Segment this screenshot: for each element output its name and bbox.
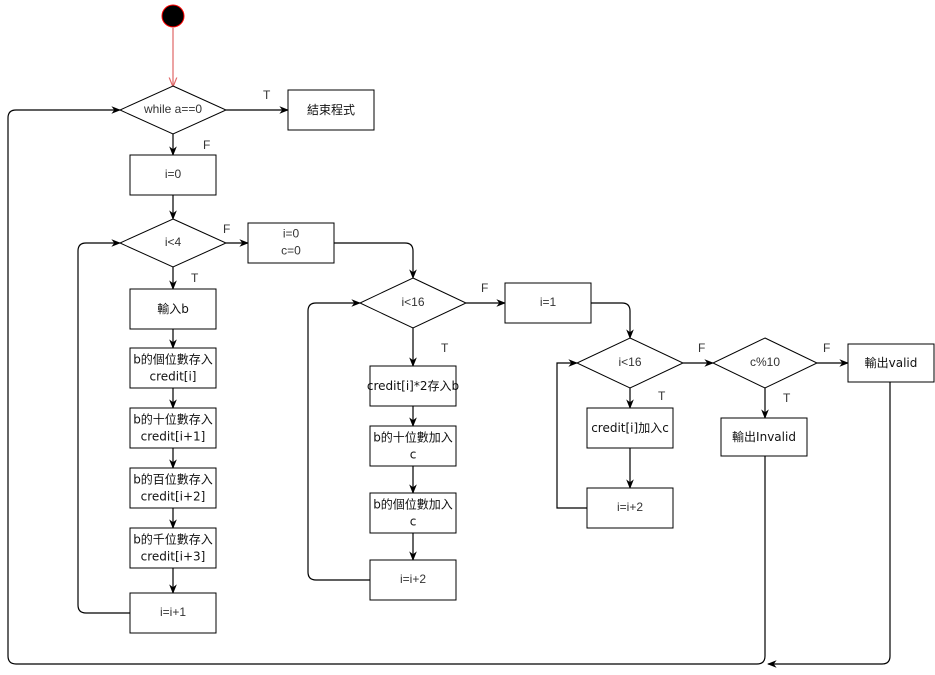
edge-label-true: T	[783, 391, 791, 405]
process-box	[369, 492, 457, 534]
process-node-end_prog[interactable]: 結束程式	[287, 89, 375, 131]
edge-label-false: F	[823, 341, 830, 355]
process-node-inc1[interactable]: i=i+1	[129, 592, 217, 634]
process-box	[247, 222, 335, 264]
process-box	[129, 592, 217, 634]
decision-diamond	[575, 337, 685, 389]
process-box	[847, 343, 935, 383]
node-label: 結束程式	[307, 102, 355, 117]
decision-diamond	[118, 218, 228, 268]
decision-node-ilt16a[interactable]: i<16	[358, 277, 468, 329]
edge-label-true: T	[658, 389, 666, 403]
node-label: i<16	[618, 355, 641, 369]
edge-valid-while	[767, 382, 891, 668]
node-label: i=i+2	[400, 572, 426, 586]
process-box	[504, 282, 592, 324]
edge-labels-layer: T F F T F T F T F T	[191, 88, 830, 405]
decision-node-ilt4[interactable]: i<4	[118, 218, 228, 268]
decision-node-while[interactable]: while a==0	[118, 85, 228, 135]
node-label: credit[i]*2存入b	[367, 379, 459, 393]
edge-label-false: F	[203, 138, 210, 152]
edge-label-false: F	[223, 222, 230, 236]
edge-i1-ilt16b	[591, 302, 634, 339]
process-box	[369, 365, 457, 407]
process-box	[129, 407, 217, 449]
node-label: while a==0	[143, 102, 202, 116]
decision-diamond	[118, 85, 228, 135]
process-box	[129, 347, 217, 389]
process-box	[369, 559, 457, 601]
process-box	[129, 467, 217, 509]
node-label: 輸出valid	[865, 355, 918, 370]
node-label: 輸入b	[157, 301, 189, 316]
process-box	[129, 288, 217, 330]
process-box	[129, 527, 217, 569]
node-label: i=i+1	[160, 605, 186, 619]
decision-diamond	[711, 337, 819, 389]
edge-label-true: T	[441, 341, 449, 355]
process-node-inputb[interactable]: 輸入b	[129, 288, 217, 330]
node-label: credit[i]加入c	[591, 421, 669, 435]
process-box	[369, 425, 457, 467]
node-label: 輸出Invalid	[732, 429, 796, 444]
process-node-i1[interactable]: i=1	[504, 282, 592, 324]
process-box	[720, 417, 808, 457]
process-node-inc2a[interactable]: i=i+2	[369, 559, 457, 601]
node-label: i=i+2	[617, 500, 643, 514]
process-node-i0[interactable]: i=0	[129, 154, 217, 196]
node-label: i<16	[401, 295, 424, 309]
node-label: i=0	[165, 167, 182, 181]
edges-layer	[7, 28, 891, 668]
edge-invalid-while	[7, 106, 766, 665]
process-node-inc2b[interactable]: i=i+2	[586, 487, 674, 529]
process-node-valid[interactable]: 輸出valid	[847, 343, 935, 383]
process-box	[586, 407, 674, 449]
node-label: i<4	[165, 235, 182, 249]
process-node-invalid[interactable]: 輸出Invalid	[720, 417, 808, 457]
edge-label-false: F	[698, 341, 705, 355]
node-label: c%10	[750, 355, 780, 369]
edge-label-false: F	[481, 281, 488, 295]
edge-inc2a-ilt16a	[307, 299, 370, 581]
start-node-icon	[161, 4, 185, 28]
process-box	[586, 487, 674, 529]
edge-ic0-ilt16a	[334, 242, 417, 279]
process-box	[287, 89, 375, 131]
start-node-start[interactable]	[161, 4, 185, 28]
edge-inc1-ilt4	[77, 239, 130, 614]
process-node-dbl[interactable]: credit[i]*2存入b	[367, 365, 459, 407]
decision-node-mod10[interactable]: c%10	[711, 337, 819, 389]
process-node-addc[interactable]: credit[i]加入c	[586, 407, 674, 449]
decision-node-ilt16b[interactable]: i<16	[575, 337, 685, 389]
edge-label-true: T	[263, 88, 271, 102]
edge-inc2b-ilt16b	[556, 359, 587, 509]
node-label: i=1	[540, 295, 557, 309]
process-box	[129, 154, 217, 196]
edge-label-true: T	[191, 271, 199, 285]
decision-diamond	[358, 277, 468, 329]
